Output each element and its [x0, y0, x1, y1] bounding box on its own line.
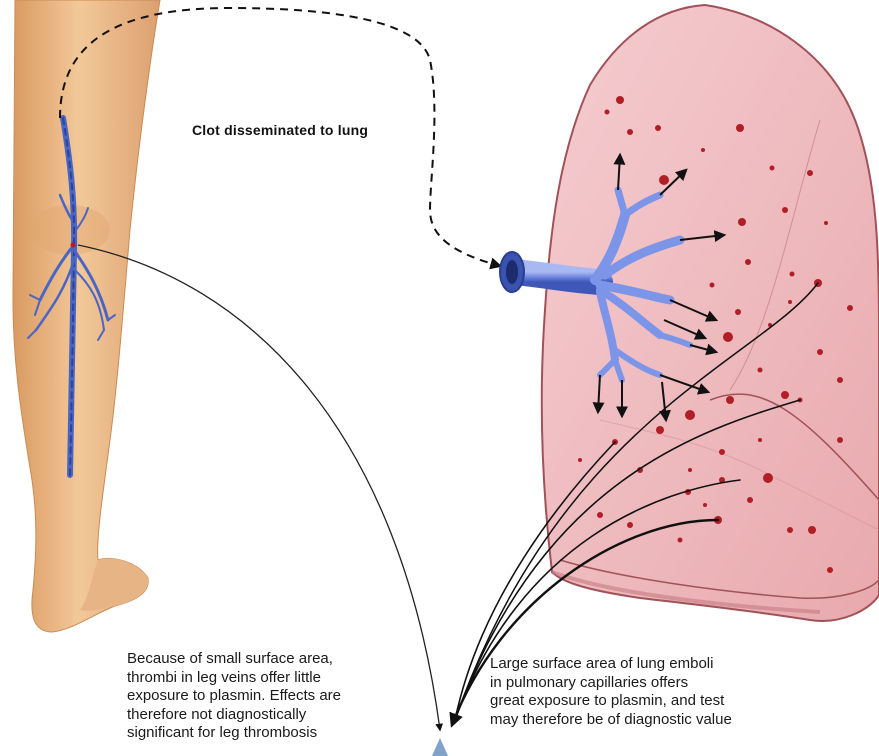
caption-line: Large surface area of lung emboli: [490, 655, 732, 674]
caption-line: Because of small surface area,: [127, 650, 341, 669]
clot-disseminated-label: Clot disseminated to lung: [192, 122, 368, 138]
caption-leg-thrombosis: Because of small surface area, thrombi i…: [127, 650, 341, 743]
caption-line: may therefore be of diagnostic value: [490, 711, 732, 730]
test-tube-tip-icon: [432, 738, 448, 756]
caption-line: exposure to plasmin. Effects are: [127, 687, 341, 706]
leg-illustration: [13, 0, 160, 632]
caption-line: therefore not diagnostically: [127, 706, 341, 725]
lung-illustration: [542, 5, 879, 621]
caption-line: in pulmonary capillaries offers: [490, 674, 732, 693]
caption-lung-emboli: Large surface area of lung emboli in pul…: [490, 655, 732, 729]
caption-line: great exposure to plasmin, and test: [490, 692, 732, 711]
caption-line: significant for leg thrombosis: [127, 724, 341, 743]
caption-line: thrombi in leg veins offer little: [127, 669, 341, 688]
